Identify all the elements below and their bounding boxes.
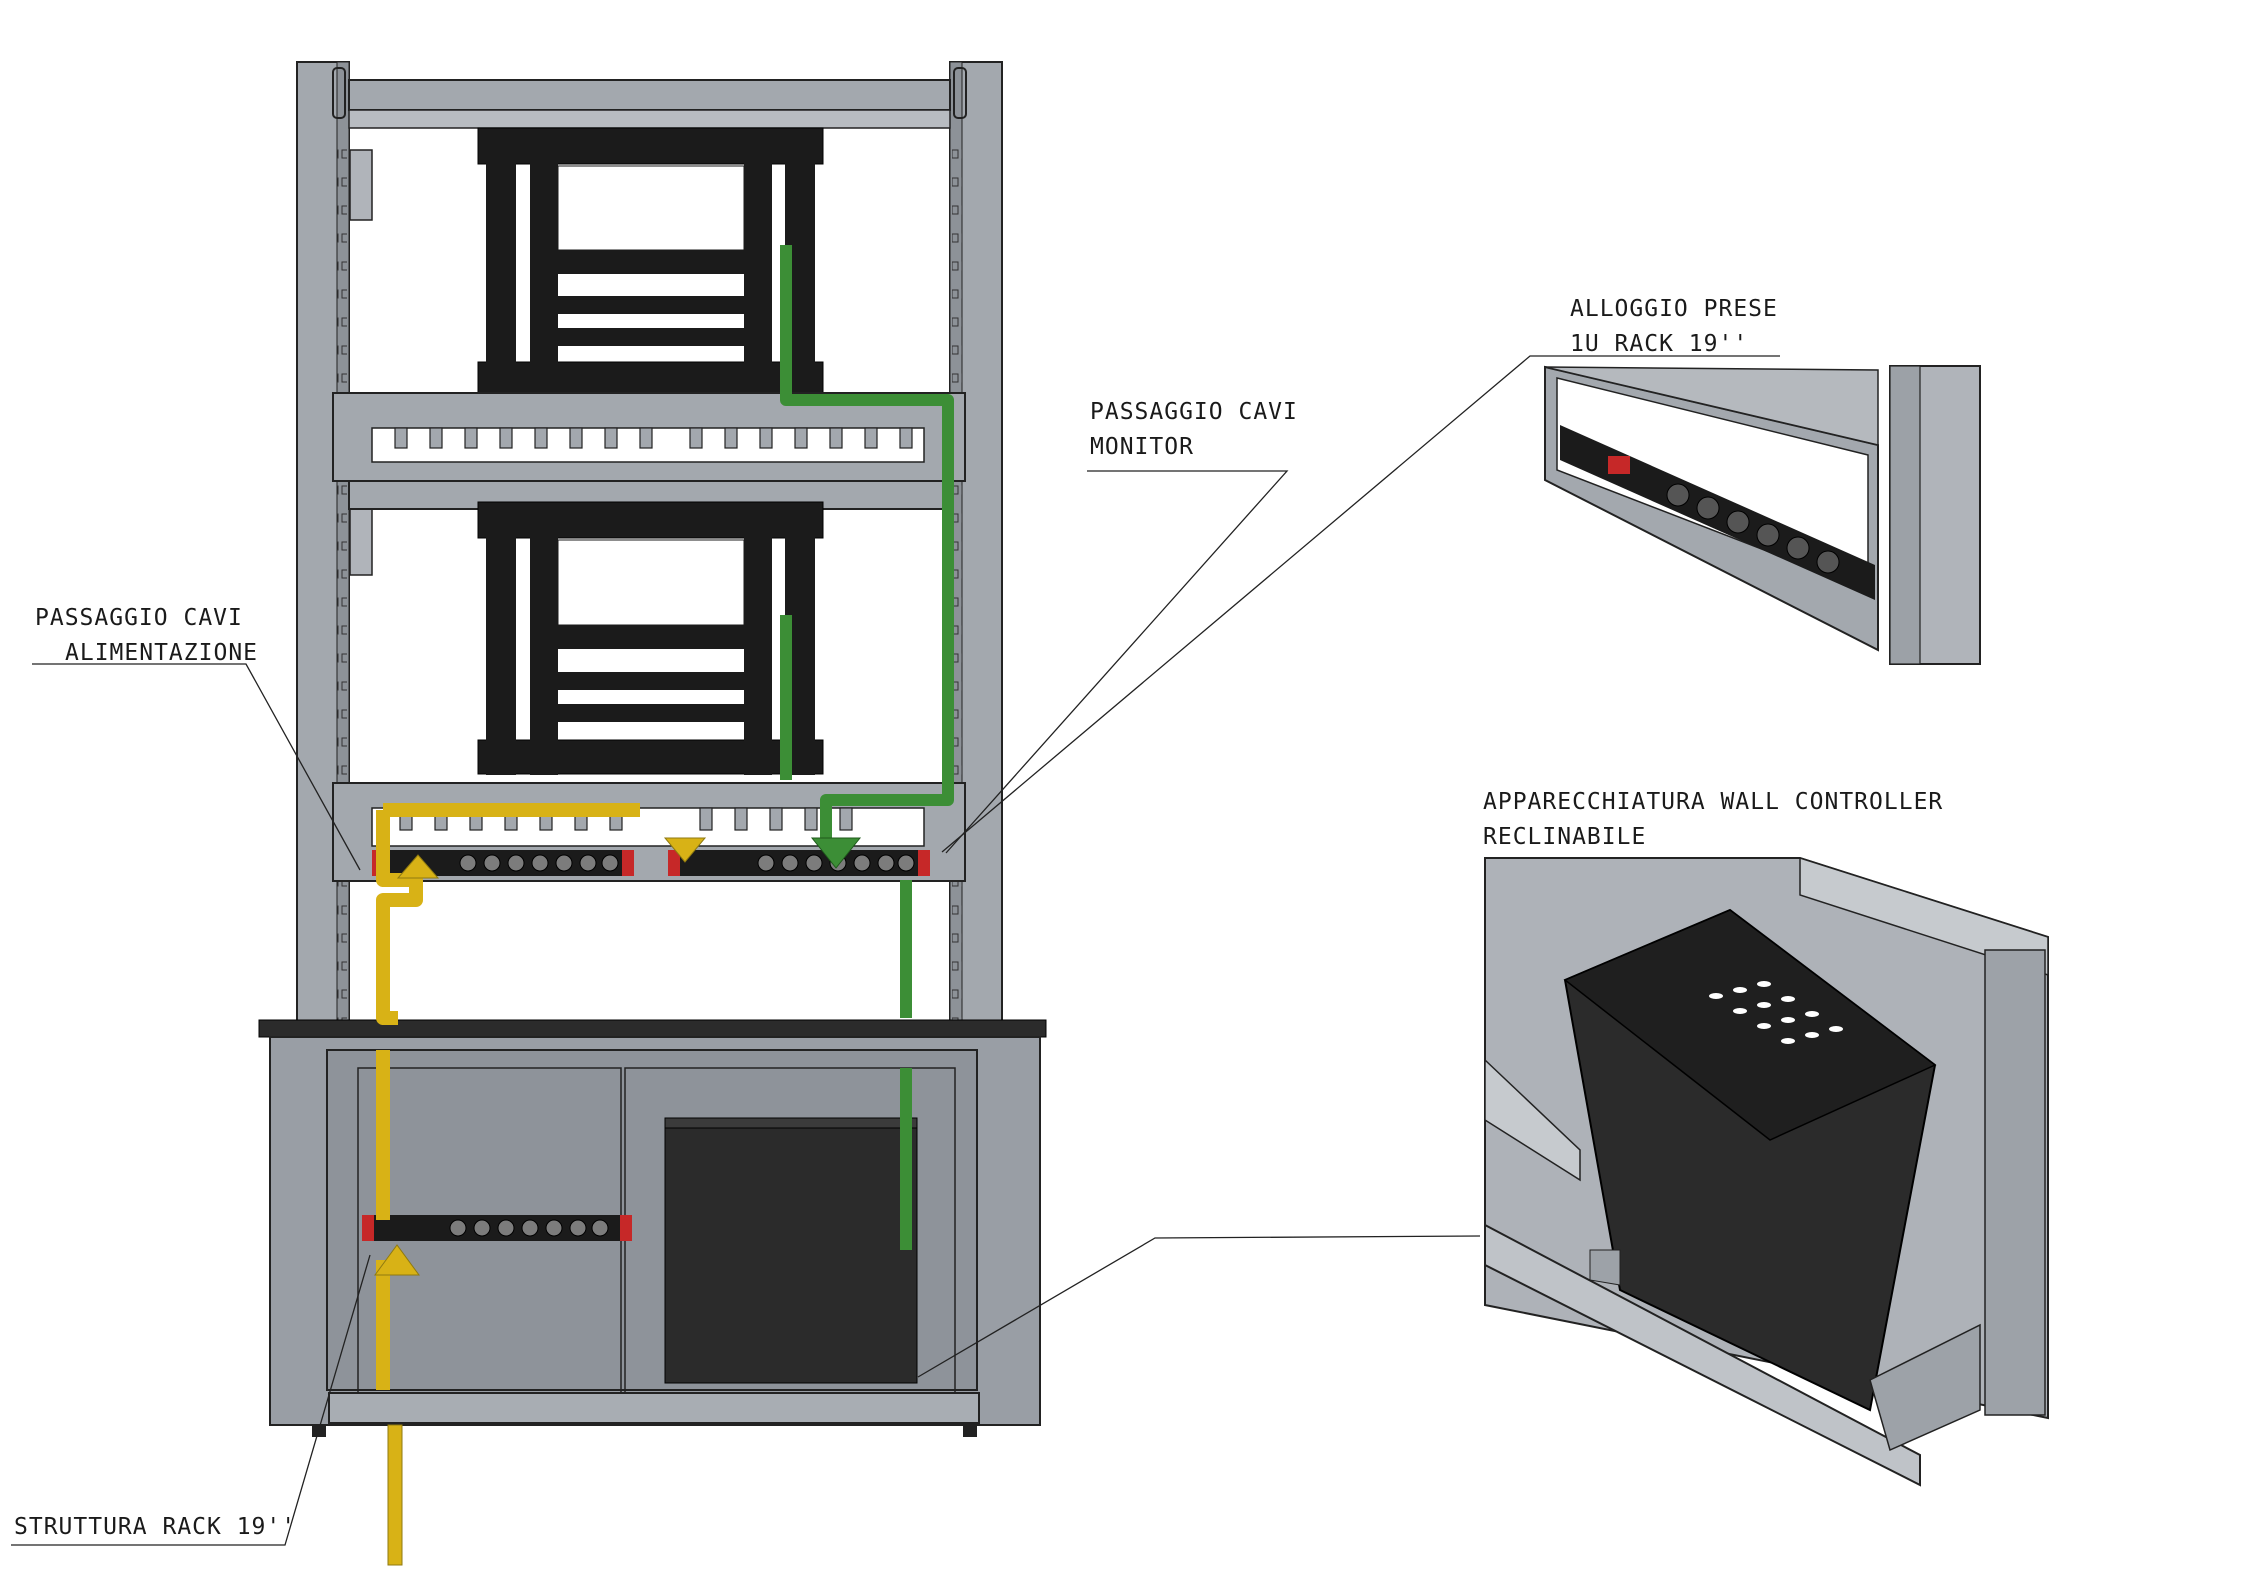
label-line: RECLINABILE <box>1483 824 1647 850</box>
power-arrow-icon <box>396 854 440 879</box>
label-line: ALIMENTAZIONE <box>65 640 259 666</box>
label-line: 1U RACK 19'' <box>1570 331 1749 357</box>
middle-cable-panel <box>332 392 966 510</box>
label-passaggio-cavi-monitor: PASSAGGIO CAVI MONITOR <box>1090 395 1298 465</box>
detail-socket-housing <box>1544 365 1981 665</box>
label-alloggio-prese: ALLOGGIO PRESE 1U RACK 19'' <box>1570 292 1778 362</box>
label-line: APPARECCHIATURA WALL CONTROLLER <box>1483 789 1944 815</box>
label-line: MONITOR <box>1090 434 1194 460</box>
leader-lines <box>11 355 1780 1546</box>
power-arrow-icon <box>374 1244 420 1276</box>
power-arrow-icon <box>663 837 707 863</box>
power-cable <box>374 803 707 1566</box>
wall-controller-box <box>664 1124 918 1384</box>
label-passaggio-cavi-alimentazione: PASSAGGIO CAVI ALIMENTAZIONE <box>35 601 258 671</box>
desk-cabinet <box>258 1019 1047 1437</box>
label-line: ALLOGGIO PRESE <box>1570 296 1778 322</box>
detail-wall-controller <box>1484 856 2049 1487</box>
label-line: PASSAGGIO CAVI <box>1090 399 1298 425</box>
label-struttura-rack: STRUTTURA RACK 19'' <box>14 1514 297 1540</box>
upper-monitor-bracket <box>477 127 824 400</box>
label-apparecchiatura: APPARECCHIATURA WALL CONTROLLER RECLINAB… <box>1483 785 1943 855</box>
monitor-arrow-icon <box>810 837 862 869</box>
label-line: PASSAGGIO CAVI <box>35 605 243 631</box>
monitor-cable <box>780 245 954 1250</box>
lower-monitor-bracket <box>477 501 824 775</box>
cabinet-socket-strip <box>362 1215 632 1241</box>
